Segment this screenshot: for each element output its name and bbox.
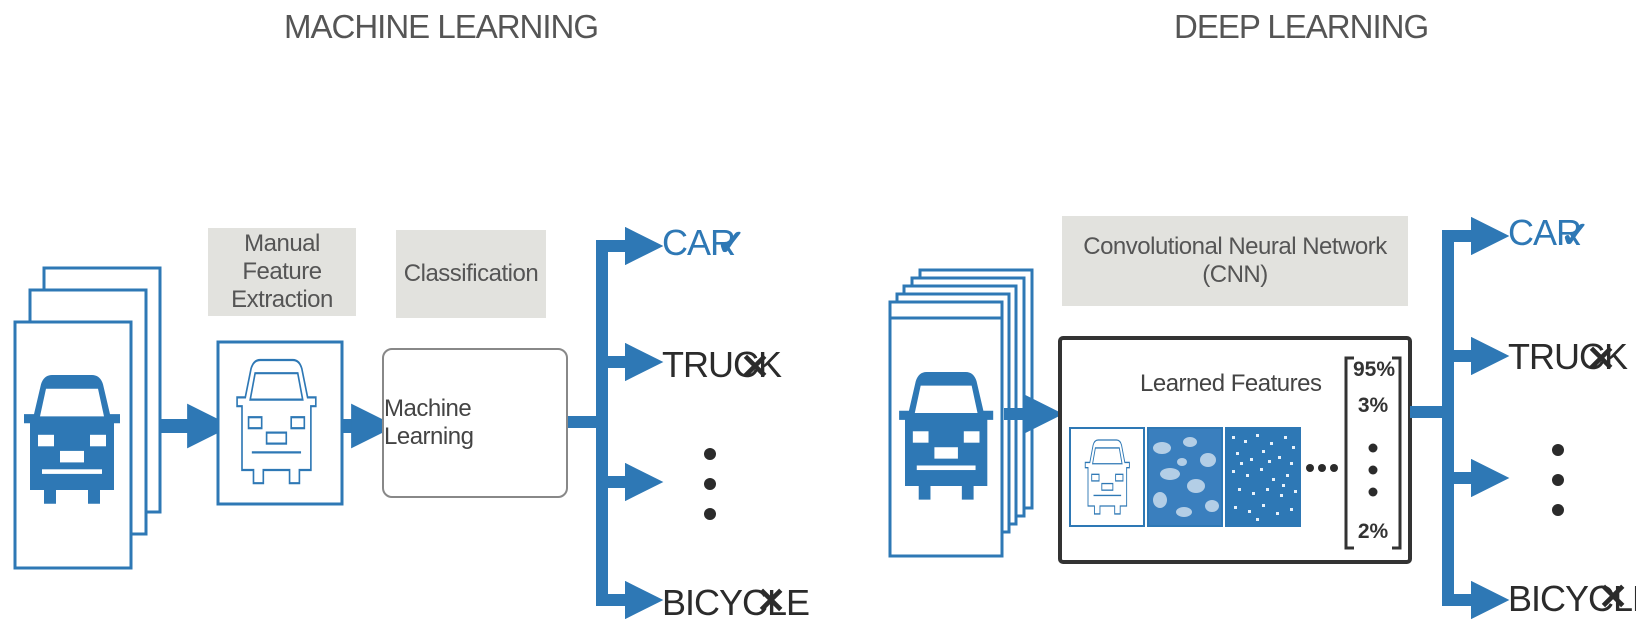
dl-feature-tile-noise (1225, 427, 1301, 527)
dl-learned-features-label: Learned Features (1140, 370, 1322, 397)
ml-ellipsis-dots (704, 448, 716, 520)
dl-output-truck: TRUCK (1508, 336, 1628, 377)
ml-check-icon: ✓ (716, 222, 747, 263)
ml-feature-car-box (216, 340, 344, 506)
dl-cross-icon-truck: ✕ (1586, 338, 1617, 379)
ml-output-truck: TRUCK (662, 344, 782, 385)
dl-feature-tile-blur (1147, 427, 1223, 527)
ml-fanout-arrows (564, 226, 664, 620)
dl-prob-bracket (1344, 356, 1402, 550)
dl-output-bicycle: BICYCLE (1508, 578, 1636, 619)
dl-check-icon: ✓ (1560, 214, 1591, 255)
dl-prob-dots (1368, 443, 1378, 497)
dl-ellipsis-dots (1552, 444, 1564, 516)
dl-prob-bicycle: 2% (1357, 520, 1389, 543)
dl-tile-ellipsis (1306, 464, 1338, 472)
dl-prob-truck: 3% (1357, 394, 1389, 417)
ml-feature-extraction-box: Manual Feature Extraction (208, 228, 356, 316)
dl-cross-icon-bicycle: ✕ (1598, 576, 1629, 617)
ml-input-stack (13, 266, 162, 570)
ml-model-label: Machine Learning (384, 395, 474, 450)
ml-model-box: Machine Learning (382, 348, 568, 498)
ml-feature-extraction-label: Manual Feature Extraction (231, 230, 333, 313)
ml-cross-icon-bicycle: ✕ (756, 580, 787, 621)
dl-section-title: DEEP LEARNING (1174, 8, 1429, 45)
ml-cross-icon-truck: ✕ (740, 346, 771, 387)
dl-feature-tile-car (1069, 427, 1145, 527)
ml-classification-box: Classification (396, 230, 546, 318)
dl-prob-car: 95% (1353, 358, 1396, 381)
ml-classification-label: Classification (403, 260, 539, 287)
dl-cnn-label: Convolutional Neural Network (CNN) (1083, 233, 1387, 288)
ml-output-car: CAR (662, 222, 736, 263)
ml-section-title: MACHINE LEARNING (284, 8, 599, 45)
ml-output-bicycle: BICYCLE (662, 582, 810, 623)
dl-cnn-box: Convolutional Neural Network (CNN) (1062, 216, 1408, 306)
dl-input-stack (888, 268, 1034, 558)
dl-output-car: CAR (1508, 212, 1582, 253)
dl-fanout-arrows (1410, 216, 1510, 620)
